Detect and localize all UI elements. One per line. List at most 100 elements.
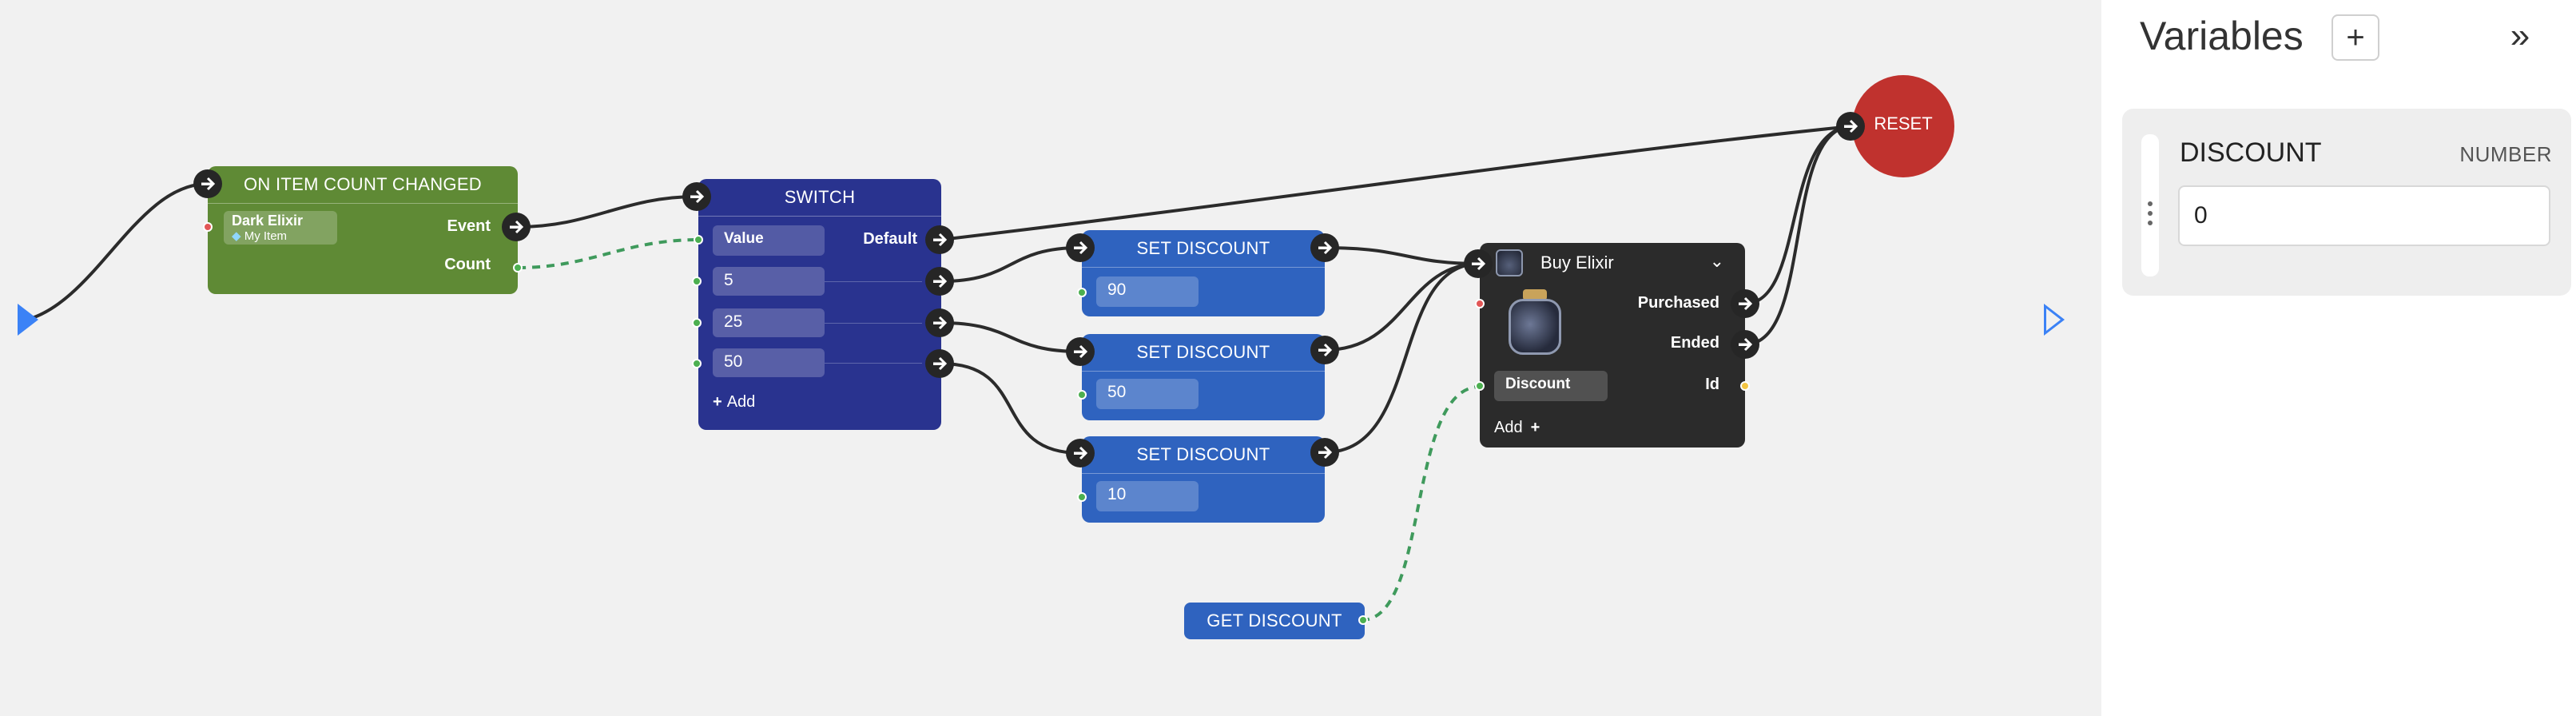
node-title: SET DISCOUNT [1082,334,1325,372]
switch-node[interactable]: SWITCH Value Default 5 25 50 +Add [698,179,941,430]
gem-icon: ◆ [232,229,241,243]
ended-out-port[interactable] [1731,330,1759,359]
case-separator [825,281,922,282]
node-title: SWITCH [698,179,941,217]
panel-title: Variables [2140,14,2304,58]
graph-exit-arrow-inner [2046,308,2061,331]
set-discount-value-dot[interactable] [1077,288,1087,297]
node-title: RESET [1874,113,1933,133]
wires-layer [23,125,1853,622]
drag-handle-icon[interactable] [2141,134,2159,276]
node-title: SET DISCOUNT [1082,436,1325,474]
set-discount-flow-in-port[interactable] [1066,233,1095,262]
set-discount-value-dot[interactable] [1077,492,1087,502]
add-case-label: Add [726,393,756,411]
switch-flow-in-port[interactable] [682,182,711,211]
wire-case5-to-set90 [940,246,1081,283]
item-name: Dark Elixir [232,213,304,229]
wire-purchased-to-reset [1744,125,1853,305]
set-discount-value-dot[interactable] [1077,390,1087,400]
plus-icon: + [2346,20,2365,55]
node-title: Buy Elixir [1540,253,1614,272]
reset-node[interactable]: RESET [1852,75,1954,177]
add-case-button[interactable]: +Add [713,393,755,412]
item-selector[interactable]: Dark Elixir ◆ My Item [224,211,337,245]
on-item-count-changed-node[interactable]: ON ITEM COUNT CHANGED Dark Elixir ◆ My I… [208,166,518,294]
set-discount-flow-out-port[interactable] [1310,438,1339,467]
node-title: ON ITEM COUNT CHANGED [208,166,518,204]
variable-type: NUMBER [2459,142,2552,166]
wire-entry-to-on-item [23,182,209,322]
variable-name: DISCOUNT [2180,137,2322,168]
plus-icon: + [713,393,722,411]
wire-set50-to-buy [1324,262,1481,352]
count-port-label: Count [444,256,491,273]
case-field[interactable]: 25 [713,308,825,337]
reset-flow-in-port[interactable] [1836,112,1865,141]
on-item-flow-in-port[interactable] [193,169,222,198]
id-port-label: Id [1705,376,1719,393]
case-separator [825,363,922,364]
discount-value-field[interactable]: 90 [1096,276,1199,307]
node-title: GET DISCOUNT [1207,611,1342,630]
discount-input-field[interactable]: Discount [1494,371,1608,401]
buy-elixir-flow-in-port[interactable] [1464,249,1493,278]
wire-set90-to-buy [1324,246,1481,265]
variables-panel: Variables [2101,0,2576,716]
set-discount-flow-in-port[interactable] [1066,439,1095,467]
node-title: SET DISCOUNT [1082,230,1325,268]
event-port-label: Event [447,217,491,235]
case-field[interactable]: 50 [713,348,825,377]
case-in-dot[interactable] [692,359,702,368]
discount-value-field[interactable]: 50 [1096,379,1199,409]
item-sub: My Item [244,229,288,243]
case-in-dot[interactable] [692,318,702,328]
set-discount-node[interactable]: SET DISCOUNT 50 [1082,334,1325,420]
switch-value-field[interactable]: Value [713,225,825,256]
wire-count-to-value [517,238,699,269]
get-discount-node[interactable]: GET DISCOUNT [1184,603,1365,639]
item-input-dot[interactable] [1475,299,1485,308]
case-out-port[interactable] [925,308,954,337]
discount-in-dot[interactable] [1475,381,1485,391]
set-discount-node[interactable]: SET DISCOUNT 10 [1082,436,1325,523]
plus-icon: + [1530,419,1540,436]
wire-set10-to-buy [1324,262,1481,454]
get-discount-out-dot[interactable] [1358,615,1368,625]
set-discount-node[interactable]: SET DISCOUNT 90 [1082,230,1325,316]
variable-card[interactable]: DISCOUNT NUMBER 0 [2122,109,2571,296]
graph-canvas[interactable]: ON ITEM COUNT CHANGED Dark Elixir ◆ My I… [0,0,2101,716]
wire-case25-to-set50 [940,321,1081,353]
elixir-image [1502,289,1568,358]
buy-elixir-node[interactable]: Buy Elixir ⌄ Purchased Ended Discount Id… [1480,243,1745,448]
wire-event-to-switch [517,195,698,229]
purchased-port-label: Purchased [1637,294,1719,312]
graph-entry-arrow-icon[interactable] [18,304,38,336]
wire-ended-to-reset [1744,125,1853,346]
chevron-down-icon[interactable]: ⌄ [1709,251,1724,271]
collapse-panel-button[interactable]: » [2496,18,2544,58]
wire-get-discount-to-discount [1361,385,1481,622]
discount-value-field[interactable]: 10 [1096,481,1199,511]
set-discount-flow-in-port[interactable] [1066,337,1095,366]
set-discount-flow-out-port[interactable] [1310,233,1339,262]
default-out-port[interactable] [925,225,954,254]
case-out-port[interactable] [925,349,954,378]
wire-default-to-reset [940,125,1853,241]
item-input-dot[interactable] [203,222,213,232]
default-port-label: Default [863,230,917,248]
add-input-button[interactable]: Add+ [1494,419,1540,437]
id-out-dot[interactable] [1740,381,1750,391]
count-out-dot[interactable] [513,263,523,272]
case-out-port[interactable] [925,267,954,296]
add-variable-button[interactable]: + [2332,14,2379,61]
set-discount-flow-out-port[interactable] [1310,336,1339,364]
purchased-out-port[interactable] [1731,289,1759,318]
switch-value-in-dot[interactable] [694,235,703,245]
variable-value-input[interactable]: 0 [2178,185,2550,246]
case-in-dot[interactable] [692,276,702,286]
event-out-port[interactable] [502,213,531,241]
elixir-small-icon [1496,249,1523,276]
wire-case50-to-set10 [940,362,1081,455]
case-field[interactable]: 5 [713,267,825,296]
